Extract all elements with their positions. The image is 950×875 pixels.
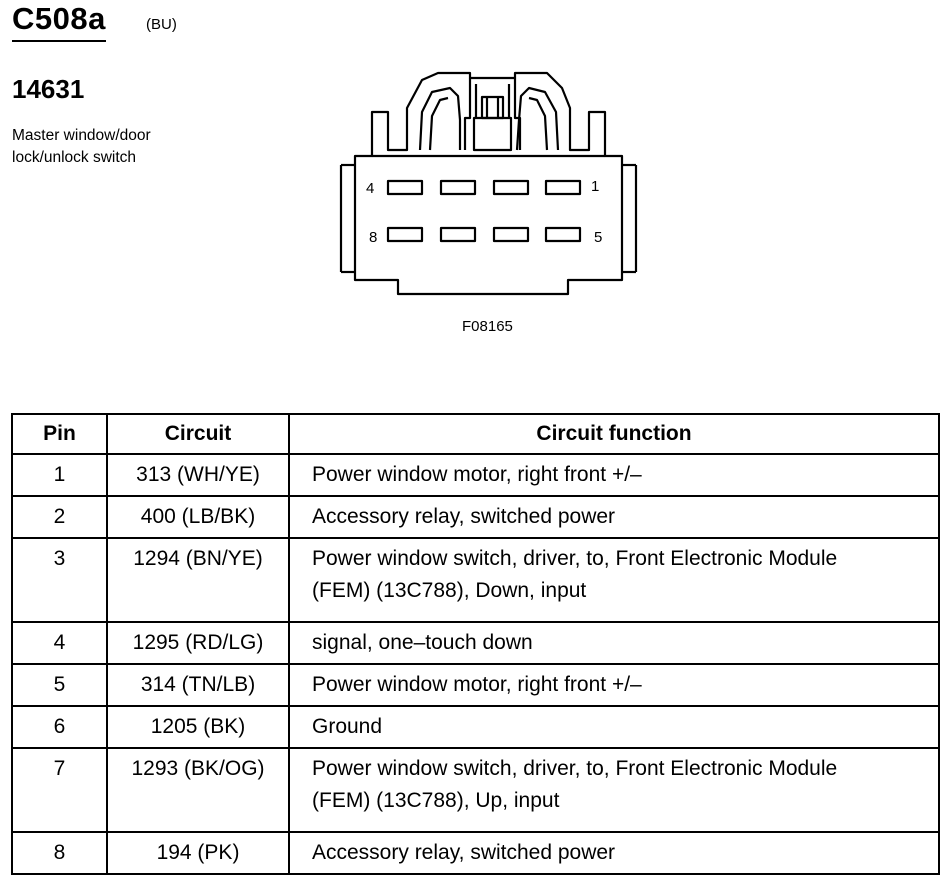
pin-cell: 3 <box>11 537 108 623</box>
circuit-cell: 400 (LB/BK) <box>106 495 290 539</box>
connector-face-drawing: 4 1 8 5 <box>339 71 638 296</box>
table-row: 2 400 (LB/BK) Accessory relay, switched … <box>11 495 940 539</box>
circuit-cell: 1293 (BK/OG) <box>106 747 290 833</box>
function-cell: Accessory relay, switched power <box>288 831 940 875</box>
function-line: Ground <box>312 715 383 738</box>
header-circuit-function: Circuit function <box>288 413 940 455</box>
pin-label-bottom-left: 8 <box>369 229 377 246</box>
table-row: 5 314 (TN/LB) Power window motor, right … <box>11 663 940 707</box>
function-line: signal, one–touch down <box>312 631 533 654</box>
connector-id: C508a <box>12 2 106 42</box>
pin-cell: 5 <box>11 663 108 707</box>
pin-label-bottom-right: 5 <box>594 229 602 246</box>
function-line: (FEM) (13C788), Up, input <box>312 789 560 812</box>
circuit-cell: 194 (PK) <box>106 831 290 875</box>
pin-cell: 6 <box>11 705 108 749</box>
function-line: Power window motor, right front +/– <box>312 463 642 486</box>
component-description: Master window/door lock/unlock switch <box>12 125 212 169</box>
circuit-cell: 1205 (BK) <box>106 705 290 749</box>
table-row: 4 1295 (RD/LG) signal, one–touch down <box>11 621 940 665</box>
function-cell: Power window motor, right front +/– <box>288 453 940 497</box>
pinout-table: Pin Circuit Circuit function 1 313 (WH/Y… <box>11 413 940 875</box>
table-row: 3 1294 (BN/YE) Power window switch, driv… <box>11 537 940 623</box>
table-row: 7 1293 (BK/OG) Power window switch, driv… <box>11 747 940 833</box>
description-line: Master window/door <box>12 127 151 144</box>
pin-cell: 1 <box>11 453 108 497</box>
function-cell: Accessory relay, switched power <box>288 495 940 539</box>
circuit-cell: 1294 (BN/YE) <box>106 537 290 623</box>
table-row: 6 1205 (BK) Ground <box>11 705 940 749</box>
table-row: 8 194 (PK) Accessory relay, switched pow… <box>11 831 940 875</box>
header-circuit: Circuit <box>106 413 290 455</box>
function-cell: signal, one–touch down <box>288 621 940 665</box>
pin-cell: 8 <box>11 831 108 875</box>
function-line: Accessory relay, switched power <box>312 841 616 864</box>
header-pin: Pin <box>11 413 108 455</box>
pin-label-top-right: 1 <box>591 178 599 195</box>
function-cell: Ground <box>288 705 940 749</box>
function-line: Power window motor, right front +/– <box>312 673 642 696</box>
circuit-cell: 314 (TN/LB) <box>106 663 290 707</box>
connector-color-code: (BU) <box>146 16 177 33</box>
function-line: Power window switch, driver, to, Front E… <box>312 757 838 780</box>
function-line: (FEM) (13C788), Down, input <box>312 579 587 602</box>
function-line: Power window switch, driver, to, Front E… <box>312 547 838 570</box>
function-line: Accessory relay, switched power <box>312 505 616 528</box>
circuit-cell: 313 (WH/YE) <box>106 453 290 497</box>
table-header-row: Pin Circuit Circuit function <box>11 413 940 455</box>
circuit-cell: 1295 (RD/LG) <box>106 621 290 665</box>
table-row: 1 313 (WH/YE) Power window motor, right … <box>11 453 940 497</box>
function-cell: Power window switch, driver, to, Front E… <box>288 537 940 623</box>
pin-cell: 2 <box>11 495 108 539</box>
function-cell: Power window motor, right front +/– <box>288 663 940 707</box>
function-cell: Power window switch, driver, to, Front E… <box>288 747 940 833</box>
figure-id: F08165 <box>462 318 513 335</box>
description-line: lock/unlock switch <box>12 149 137 166</box>
part-number: 14631 <box>12 74 85 104</box>
pin-cell: 4 <box>11 621 108 665</box>
pin-label-top-left: 4 <box>366 180 374 197</box>
pin-cell: 7 <box>11 747 108 833</box>
